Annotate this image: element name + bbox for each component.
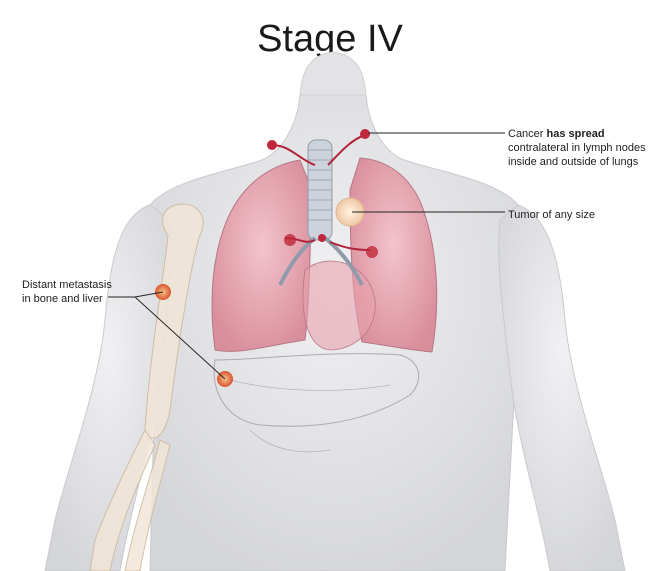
label-spread: Cancer has spread contralateral in lymph… — [508, 127, 648, 169]
heart — [302, 260, 376, 351]
label-spread-rest: contralateral in lymph nodes inside and … — [508, 142, 646, 168]
left-arm — [498, 204, 626, 571]
label-tumor: Tumor of any size — [508, 209, 596, 221]
abdominal-organs — [213, 353, 420, 427]
label-metastasis-line2: in bone and liver — [22, 293, 103, 305]
label-metastasis: Distant metastasis in bone and liver — [22, 278, 142, 306]
label-spread-prefix: Cancer — [508, 128, 547, 140]
arm-bones — [89, 203, 204, 571]
neck — [299, 51, 367, 96]
label-metastasis-line1: Distant metastasis — [22, 279, 112, 291]
label-spread-bold: has spread — [546, 128, 605, 140]
leader-lines — [108, 132, 505, 380]
